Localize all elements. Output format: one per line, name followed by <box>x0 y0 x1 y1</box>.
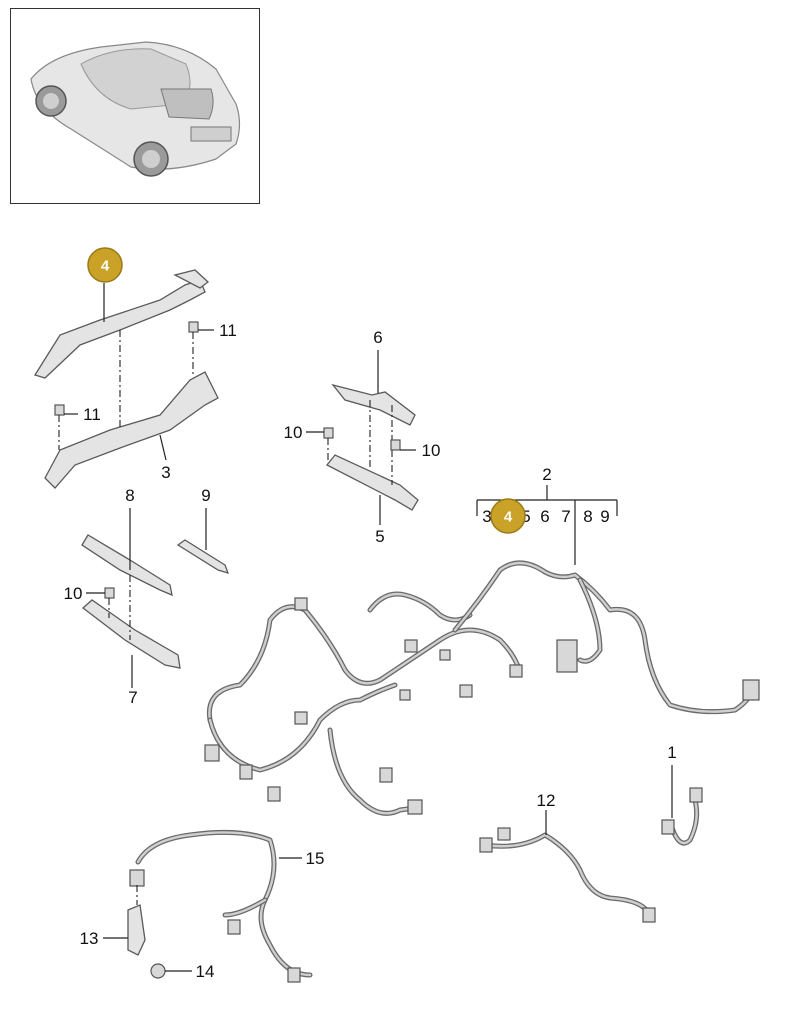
callout-11-b: 11 <box>83 405 101 424</box>
part-15-harness <box>129 829 313 983</box>
callout-5: 5 <box>375 527 384 546</box>
bracket-item-7: 7 <box>561 507 570 526</box>
part-12-harness <box>479 827 656 923</box>
bolt-11-upper <box>188 321 214 375</box>
callout-10-c: 10 <box>64 584 83 603</box>
bolt-11-lower <box>54 404 78 450</box>
part-6-bracket <box>331 383 416 426</box>
callout-10-a: 10 <box>284 423 303 442</box>
part-14-grommet <box>150 963 166 979</box>
callout-10-b: 10 <box>422 441 441 460</box>
callout-7: 7 <box>128 688 137 707</box>
callout-11-a: 11 <box>219 321 237 340</box>
part-2-main-harness <box>204 560 760 816</box>
bolt-10-lower <box>86 587 115 618</box>
part-3-bracket <box>44 371 219 489</box>
callout-15: 15 <box>306 849 325 868</box>
bracket-item-8: 8 <box>583 507 592 526</box>
bolt-10-left <box>306 427 334 462</box>
callout-8: 8 <box>125 486 134 505</box>
callout-12: 12 <box>537 791 556 810</box>
callout-9: 9 <box>201 486 210 505</box>
bracket-item-5: 5 <box>521 507 530 526</box>
car-illustration <box>30 41 241 177</box>
callout-6: 6 <box>373 328 382 347</box>
callout-1: 1 <box>667 743 676 762</box>
part-8-bracket <box>81 534 173 597</box>
part-7-bracket <box>81 599 181 669</box>
callout-13: 13 <box>80 929 99 948</box>
bolt-10-right <box>390 439 416 451</box>
bracket-item-6: 6 <box>540 507 549 526</box>
part-5-bracket <box>325 454 419 511</box>
part-13-sensor <box>127 904 146 956</box>
part-1-harness <box>661 787 703 846</box>
callout-2: 2 <box>542 465 551 484</box>
part-4-bracket <box>33 269 210 379</box>
badge-part-4-bracket: 4 <box>490 498 526 534</box>
svg-text:4: 4 <box>101 258 110 275</box>
svg-text:4: 4 <box>504 509 513 526</box>
vehicle-overview-thumbnail <box>10 8 260 204</box>
part-9-bracket <box>176 539 230 574</box>
bracket-item-9: 9 <box>600 507 609 526</box>
callout-14: 14 <box>196 962 215 981</box>
bracket-item-3: 3 <box>482 507 491 526</box>
badge-part-4-top: 4 <box>87 247 123 283</box>
callout-3: 3 <box>161 463 170 482</box>
